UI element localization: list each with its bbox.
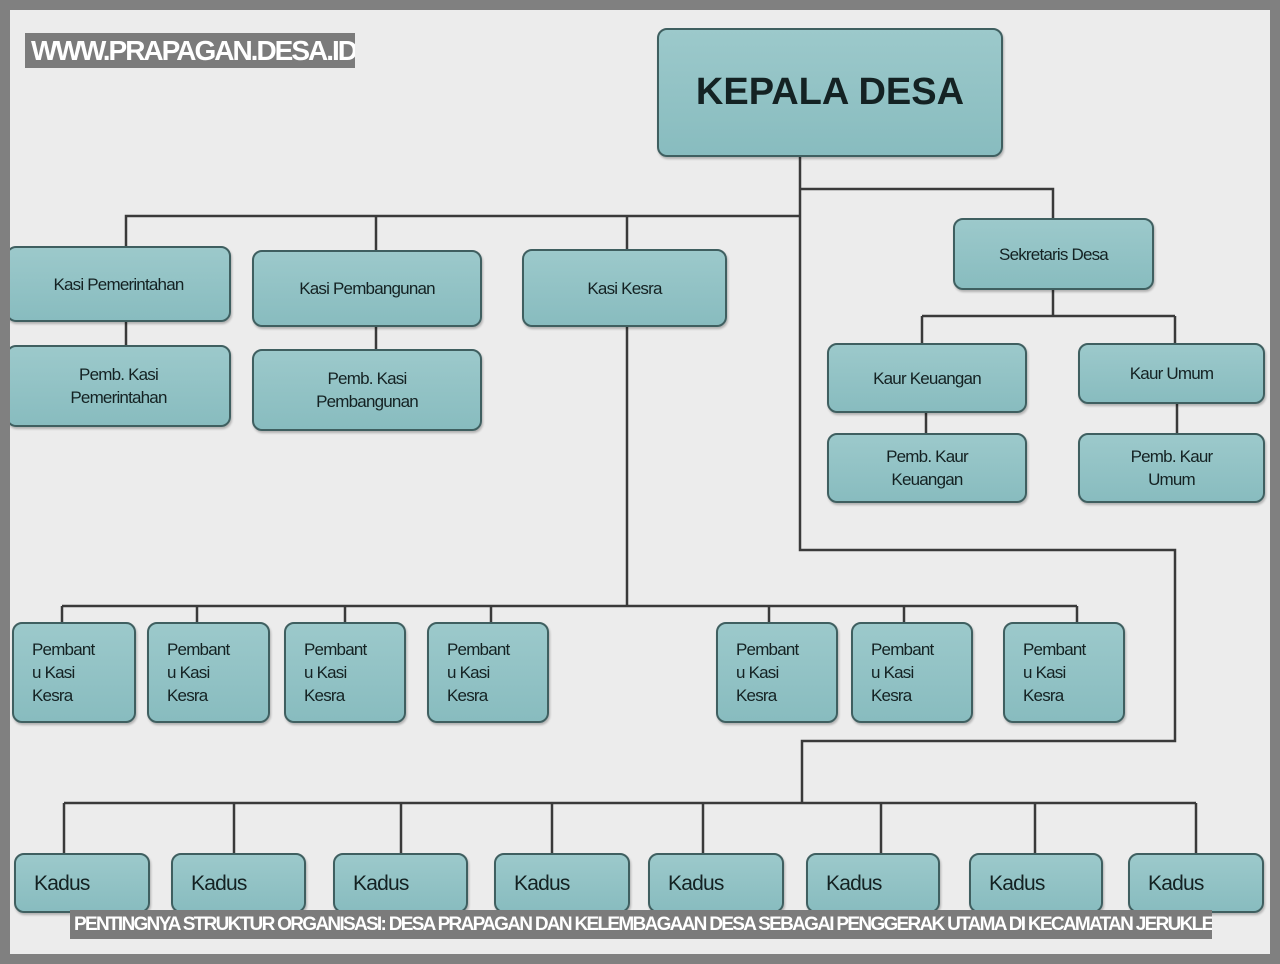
node-pembantu-kasi-kesra: Pembant u Kasi Kesra (12, 622, 136, 723)
node-kadus: Kadus (494, 853, 630, 913)
node-sekretaris-desa: Sekretaris Desa (953, 218, 1154, 290)
node-kaur-umum: Kaur Umum (1078, 343, 1265, 404)
node-kadus: Kadus (969, 853, 1103, 913)
node-pemb-kasi-pembangunan: Pemb. Kasi Pembangunan (252, 349, 482, 431)
node-kepala-desa: KEPALA DESA (657, 28, 1003, 157)
node-pemb-kaur-umum: Pemb. Kaur Umum (1078, 433, 1265, 503)
node-kasi-kesra: Kasi Kesra (522, 249, 727, 327)
node-pemb-kasi-pemerintahan: Pemb. Kasi Pemerintahan (10, 345, 231, 427)
caption-banner: PENTINGNYA STRUKTUR ORGANISASI: DESA PRA… (70, 910, 1212, 939)
node-kaur-keuangan: Kaur Keuangan (827, 343, 1027, 413)
node-pembantu-kasi-kesra: Pembant u Kasi Kesra (716, 622, 838, 723)
node-pembantu-kasi-kesra: Pembant u Kasi Kesra (427, 622, 549, 723)
node-kadus: Kadus (14, 853, 150, 913)
org-chart: KEPALA DESA Kasi Pemerintahan Kasi Pemba… (10, 10, 1270, 954)
node-kadus: Kadus (333, 853, 468, 913)
node-pemb-kaur-keuangan: Pemb. Kaur Keuangan (827, 433, 1027, 503)
node-kasi-pemerintahan: Kasi Pemerintahan (10, 246, 231, 322)
node-kadus: Kadus (1128, 853, 1264, 913)
node-pembantu-kasi-kesra: Pembant u Kasi Kesra (284, 622, 406, 723)
node-pembantu-kasi-kesra: Pembant u Kasi Kesra (147, 622, 270, 723)
node-kadus: Kadus (806, 853, 940, 913)
node-kasi-pembangunan: Kasi Pembangunan (252, 250, 482, 327)
node-kadus: Kadus (648, 853, 784, 913)
connector-lines (60, 157, 1198, 853)
connector-kasi (124, 214, 800, 246)
node-kadus: Kadus (171, 853, 306, 913)
watermark-url: WWW.PRAPAGAN.DESA.ID (25, 33, 355, 68)
node-pembantu-kasi-kesra: Pembant u Kasi Kesra (1003, 622, 1125, 723)
connector-main (798, 157, 1177, 803)
node-pembantu-kasi-kesra: Pembant u Kasi Kesra (851, 622, 973, 723)
connector-sekretaris (800, 187, 1055, 218)
